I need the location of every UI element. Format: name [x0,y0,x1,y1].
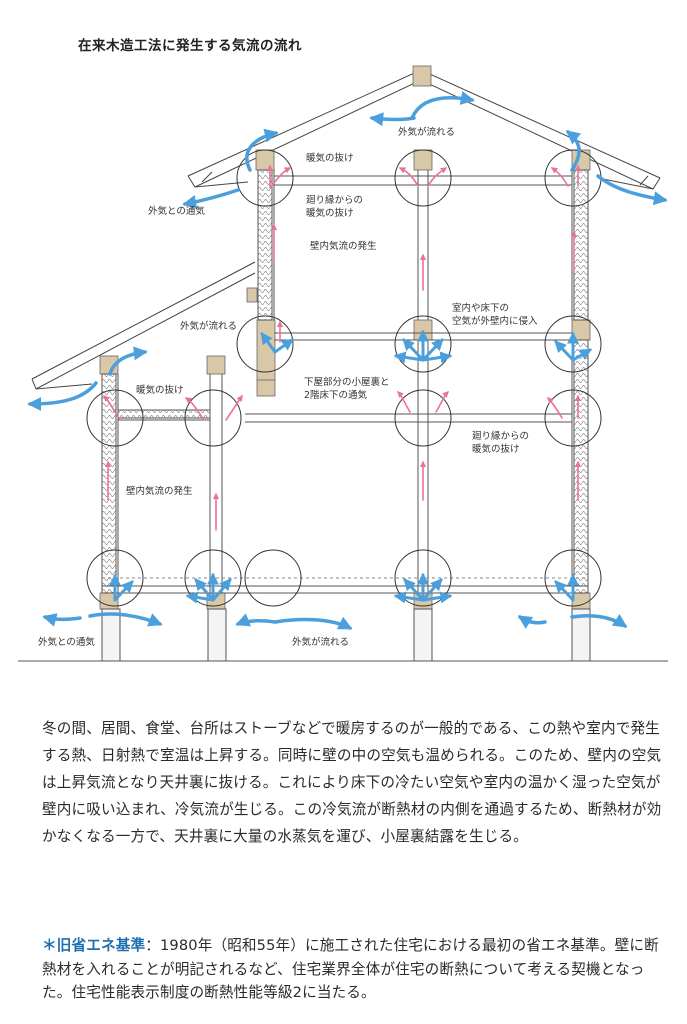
label-wall-flow-lower: 壁内気流の発生 [126,486,193,497]
label-mawari-warm-top: 廻り縁からの 暖気の抜け [306,195,364,219]
outside-air-arrows [27,91,668,630]
label-mawari-warm-lower: 廻り縁からの 暖気の抜け [472,431,530,455]
label-warm-escape-lower: 暖気の抜け [136,385,184,396]
label-outside-flow-top: 外気が流れる [398,127,456,138]
upper-walls [257,169,589,321]
house-airflow-diagram [18,65,668,662]
label-indoor-underfloor: 室内や床下の 空気が外壁内に侵入 [452,303,538,327]
warm-air-arrows [103,164,582,531]
footnote: ＊旧省エネ基準：1980年（昭和55年）に施工された住宅における最初の省エネ基準… [42,934,664,1005]
label-outside-vent-bottom: 外気との通気 [38,637,95,648]
intake-bursts [109,329,593,604]
foundations [101,608,591,662]
diagram-title: 在来木造工法に発生する気流の流れ [78,38,302,54]
footnote-text: ：1980年（昭和55年）に施工された住宅における最初の省エネ基準。壁に断熱材を… [42,937,659,1001]
ceiling-floor-lines [102,175,588,594]
timber-frame [99,65,591,610]
detail-circles [86,149,602,607]
lower-roof [31,261,256,390]
label-warm-escape-top: 暖気の抜け [306,153,354,164]
label-outside-flow-bottom: 外気が流れる [292,637,350,648]
label-wall-flow-upper: 壁内気流の発生 [310,241,377,252]
label-outside-flow-mid: 外気が流れる [180,321,238,332]
body-paragraph: 冬の間、居間、食堂、台所はストーブなどで暖房するのが一般的である、この熱や室内で… [42,720,662,845]
footnote-heading: ＊旧省エネ基準 [42,937,146,954]
label-outside-vent-left: 外気との通気 [148,206,205,217]
label-lower-roof-vent: 下屋部分の小屋裏と 2階床下の通気 [304,377,390,401]
